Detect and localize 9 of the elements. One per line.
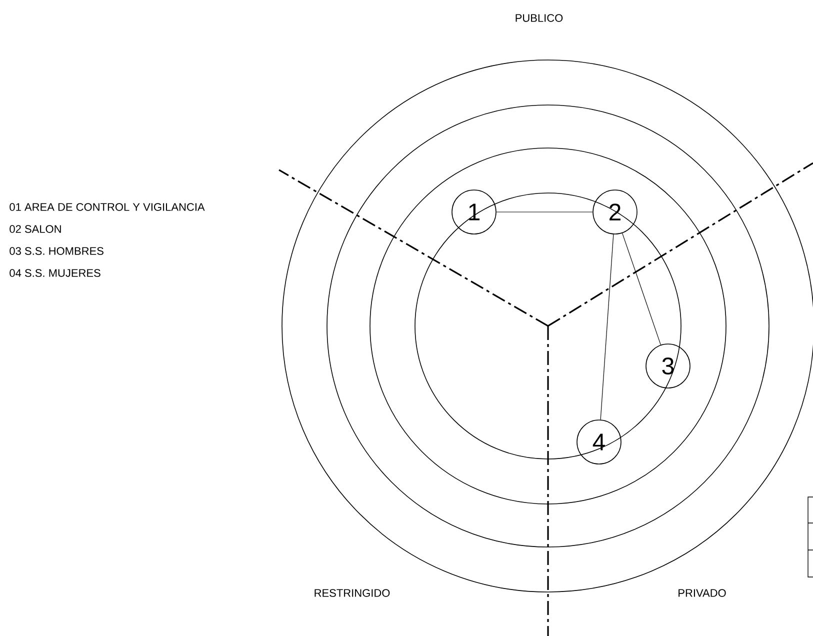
legend-entry: 04 S.S. MUJERES [10, 269, 100, 277]
connector-line [600, 234, 614, 420]
legend-entry: 03 S.S. HOMBRES [10, 247, 104, 255]
zone-label: PUBLICO [516, 14, 563, 22]
legend-entry: 02 SALON [10, 225, 61, 233]
zone-label: RESTRINGIDO [314, 589, 390, 597]
legend-entry: 01 AREA DE CONTROL Y VIGILANCIA [10, 203, 205, 211]
zone-label: PRIVADO [678, 589, 726, 597]
connector-line [622, 232, 662, 346]
